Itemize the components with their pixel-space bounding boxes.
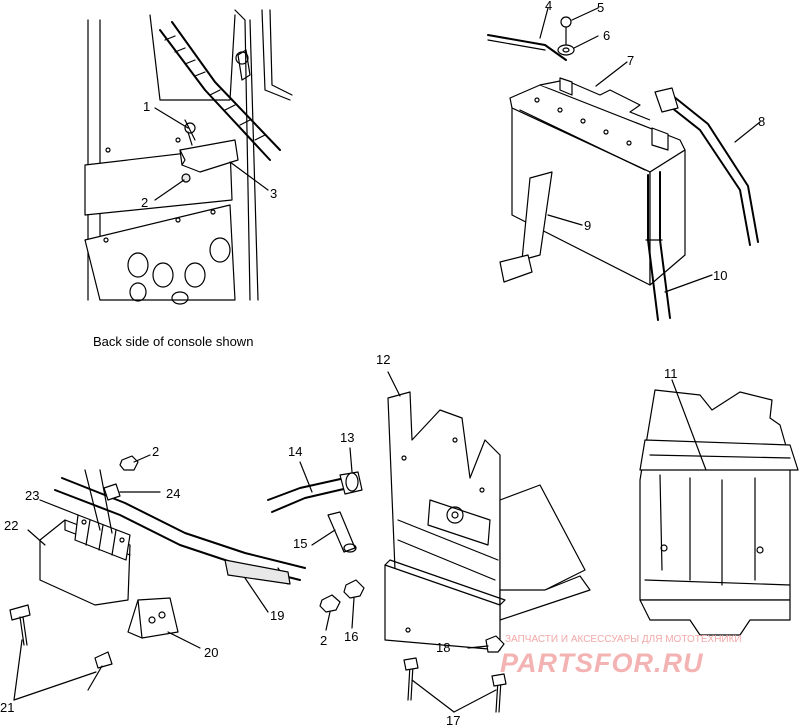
callout-1: 1	[143, 99, 150, 114]
callout-9: 9	[584, 218, 591, 233]
callout-17: 17	[446, 713, 460, 728]
vent-tube-8	[654, 87, 759, 246]
callout-22: 22	[4, 518, 18, 533]
bolt-15	[327, 511, 357, 553]
callout-2-center: 2	[320, 633, 327, 648]
caption-console: Back side of console shown	[93, 334, 253, 349]
bracket-20	[127, 597, 179, 639]
callout-11: 11	[664, 366, 678, 381]
callout-20: 20	[204, 645, 218, 660]
callout-4: 4	[545, 0, 552, 13]
watermark: ЗАПЧАСТИ И АКСЕССУАРЫ ДЛЯ МОТОТЕХНИКИ PA…	[500, 634, 742, 678]
screw-21b	[87, 651, 113, 691]
callout-7: 7	[627, 53, 634, 68]
bolts-17	[403, 657, 507, 713]
watermark-line-1: ЗАПЧАСТИ И АКСЕССУАРЫ ДЛЯ МОТОТЕХНИКИ	[505, 634, 742, 645]
console-bracket	[179, 119, 239, 183]
callout-15: 15	[293, 536, 307, 551]
screw-21a	[9, 604, 31, 646]
callout-23: 23	[25, 488, 39, 503]
nut-18	[485, 635, 505, 653]
wires-19	[54, 469, 306, 585]
callout-18: 18	[436, 640, 450, 655]
battery-cable-4	[487, 34, 567, 61]
callout-12: 12	[376, 352, 390, 367]
callout-2: 2	[141, 195, 148, 210]
callout-21: 21	[0, 700, 14, 715]
battery-cover-11	[639, 389, 799, 636]
callout-2-left: 2	[152, 444, 159, 459]
wire-harness	[159, 9, 293, 161]
leader-lines-bottom-right	[671, 379, 707, 471]
leader-lines-top-left	[154, 107, 269, 201]
battery-strap-9	[499, 171, 553, 283]
callout-10: 10	[713, 268, 727, 283]
callout-5: 5	[597, 0, 604, 15]
callout-14: 14	[288, 444, 302, 459]
callout-3: 3	[270, 186, 277, 201]
cable-end-13	[345, 472, 359, 492]
callout-labels: 1 2 3 4 5 6 7 8 9 10 11 12 13 14 15 16 1…	[0, 0, 765, 728]
callout-8: 8	[758, 114, 765, 129]
callout-6: 6	[603, 28, 610, 43]
terminal-block-23	[74, 514, 131, 561]
watermark-line-2: PARTSFOR.RU	[500, 648, 704, 678]
callout-19: 19	[270, 608, 284, 623]
battery-tray-12	[387, 391, 591, 621]
bolt-5	[560, 16, 572, 46]
callout-16: 16	[344, 629, 358, 644]
nut-2-center	[319, 594, 341, 613]
callout-24: 24	[166, 486, 180, 501]
leader-lines-top-right	[539, 7, 761, 293]
battery	[509, 77, 686, 286]
washer-6	[557, 44, 575, 56]
callout-13: 13	[340, 430, 354, 445]
nut-2-left	[119, 455, 139, 471]
leader-lines-bottom-center	[299, 371, 497, 713]
clip-24	[103, 483, 121, 501]
nut-16	[343, 579, 365, 599]
leader-lines-bottom-left	[13, 454, 269, 701]
